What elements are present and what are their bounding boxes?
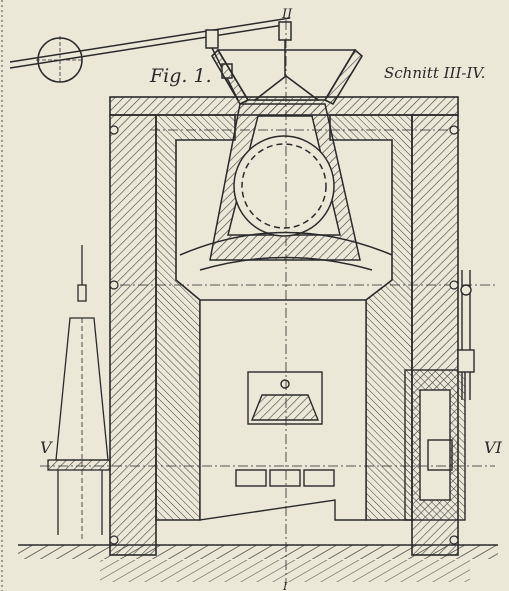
figure-label: Fig. 1. (149, 65, 212, 87)
marker-right: VI (484, 438, 503, 457)
lever-arm (9, 17, 292, 101)
centre-lines (40, 20, 495, 585)
inspection-ring (233, 135, 335, 237)
marker-top: II (281, 7, 293, 22)
furnace-casing (109, 96, 459, 556)
marker-bottom: I (282, 580, 288, 591)
thermometer-stand (47, 245, 111, 540)
section-label: Schnitt III-IV. (384, 64, 485, 82)
retort-shaft (179, 103, 393, 271)
side-fittings (404, 270, 475, 521)
bolts (109, 125, 459, 545)
combustion-chamber (199, 299, 367, 521)
marker-left: V (40, 438, 53, 457)
